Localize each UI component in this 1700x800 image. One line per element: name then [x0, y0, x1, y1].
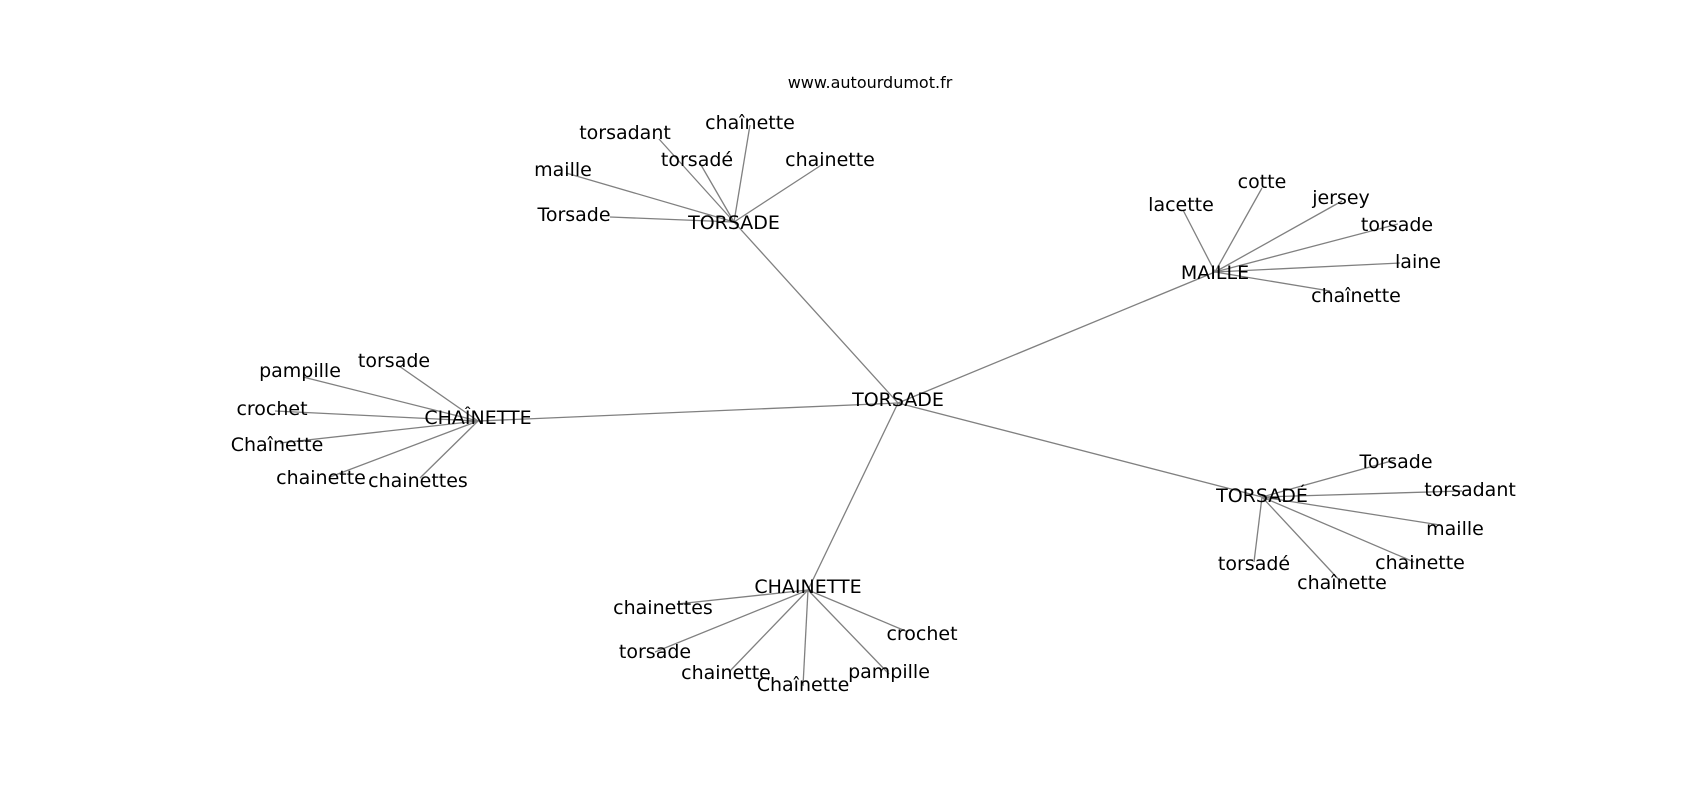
edge-torsade-accent-to-te-4 — [1253, 496, 1263, 563]
cluster-node-label: TORSADÉ — [1215, 484, 1308, 507]
cluster-node-label: CHAÎNETTE — [424, 406, 531, 429]
edge-maille-to-ma-5 — [1214, 262, 1401, 273]
edge-chainette-circ-to-cc-5 — [329, 420, 479, 478]
leaf-node-label: Chaînette — [757, 674, 850, 696]
leaf-node-label: Torsade — [536, 204, 610, 226]
edge-torsade-upper-to-ta-4 — [733, 163, 824, 223]
leaf-node-label: torsade — [619, 641, 691, 663]
leaf-node-label: chaînette — [1311, 285, 1401, 307]
leaf-node-label: chainettes — [368, 470, 468, 492]
edge-chainette-plain-to-cp-2 — [807, 589, 909, 633]
cluster-node-label: MAILLE — [1181, 262, 1249, 284]
leaf-node-label: torsadé — [661, 149, 733, 171]
edge-torsade-accent-to-te-1 — [1261, 459, 1396, 498]
watermark-text: www.autourdumot.fr — [788, 73, 953, 92]
edge-chainette-plain-to-cp-1 — [676, 589, 809, 605]
edge-chainette-plain-to-cp-6 — [802, 589, 809, 687]
edge-chainette-circ-to-cc-2 — [398, 365, 479, 422]
cluster-node-label: TORSADE — [687, 212, 780, 234]
leaf-node-label: chainette — [681, 662, 771, 684]
edge-maille-to-ma-4 — [1214, 223, 1399, 273]
root-node-label: TORSADE — [851, 389, 944, 411]
leaf-node-label: jersey — [1311, 187, 1370, 209]
edge-chainette-circ-to-cc-1 — [302, 376, 479, 422]
leaf-node-label: crochet — [236, 398, 307, 420]
leaf-node-label: torsade — [1361, 214, 1433, 236]
graph-edges — [274, 124, 1463, 687]
leaf-node-label: torsadant — [1424, 479, 1516, 501]
edge-torsade-accent-to-te-6 — [1261, 496, 1343, 584]
edge-chainette-plain-to-cp-5 — [728, 589, 809, 673]
leaf-node-label: chaînette — [1297, 572, 1387, 594]
edge-root-to-maille — [897, 271, 1216, 404]
leaf-node-label: maille — [1426, 518, 1484, 540]
leaf-node-label: chainette — [1375, 552, 1465, 574]
leaf-node-label: Torsade — [1358, 451, 1432, 473]
edge-chainette-plain-to-cp-3 — [654, 589, 809, 653]
edge-torsade-accent-to-te-5 — [1261, 496, 1415, 563]
leaf-node-label: laine — [1395, 251, 1441, 273]
leaf-node-label: cotte — [1238, 171, 1287, 193]
leaf-node-label: torsadé — [1218, 553, 1290, 575]
leaf-node-label: chainettes — [613, 597, 713, 619]
leaf-node-label: pampille — [848, 661, 930, 683]
leaf-node-label: chainette — [785, 149, 875, 171]
leaf-node-label: crochet — [886, 623, 957, 645]
edge-torsade-upper-to-ta-5 — [565, 172, 735, 223]
edge-maille-to-ma-2 — [1214, 187, 1263, 273]
leaf-node-label: pampille — [259, 360, 341, 382]
edge-root-to-torsade-accent — [897, 402, 1263, 498]
cluster-node-label: CHAINETTE — [754, 576, 861, 598]
edge-maille-to-ma-6 — [1214, 271, 1331, 292]
edge-maille-to-ma-1 — [1182, 209, 1216, 273]
edge-root-to-chainette-plain — [807, 402, 899, 591]
leaf-node-label: chainette — [276, 467, 366, 489]
leaf-node-label: chaînette — [705, 112, 795, 134]
edge-root-to-torsade-upper — [733, 221, 899, 404]
leaf-node-label: Chaînette — [231, 434, 324, 456]
graph-labels: www.autourdumot.fr TORSADE TORSADE torsada… — [231, 73, 1516, 696]
leaf-node-label: maille — [534, 159, 592, 181]
edge-chainette-plain-to-cp-4 — [807, 589, 890, 675]
edge-torsade-upper-to-ta-1 — [658, 138, 735, 223]
edge-maille-to-ma-3 — [1214, 200, 1343, 273]
edge-torsade-upper-to-ta-6 — [609, 216, 735, 223]
leaf-node-label: torsadant — [579, 122, 671, 144]
leaf-node-label: torsade — [358, 350, 430, 372]
edge-root-to-chainette-circ — [477, 402, 899, 422]
edge-chainette-circ-to-cc-6 — [419, 420, 479, 479]
edge-torsade-upper-to-ta-2 — [733, 124, 751, 223]
edge-chainette-circ-to-cc-3 — [274, 410, 479, 422]
edge-torsade-accent-to-te-2 — [1261, 490, 1463, 498]
leaf-node-label: lacette — [1148, 194, 1214, 216]
edge-torsade-upper-to-ta-3 — [700, 164, 735, 223]
edge-chainette-circ-to-cc-4 — [279, 420, 479, 444]
edge-torsade-accent-to-te-3 — [1261, 496, 1441, 526]
